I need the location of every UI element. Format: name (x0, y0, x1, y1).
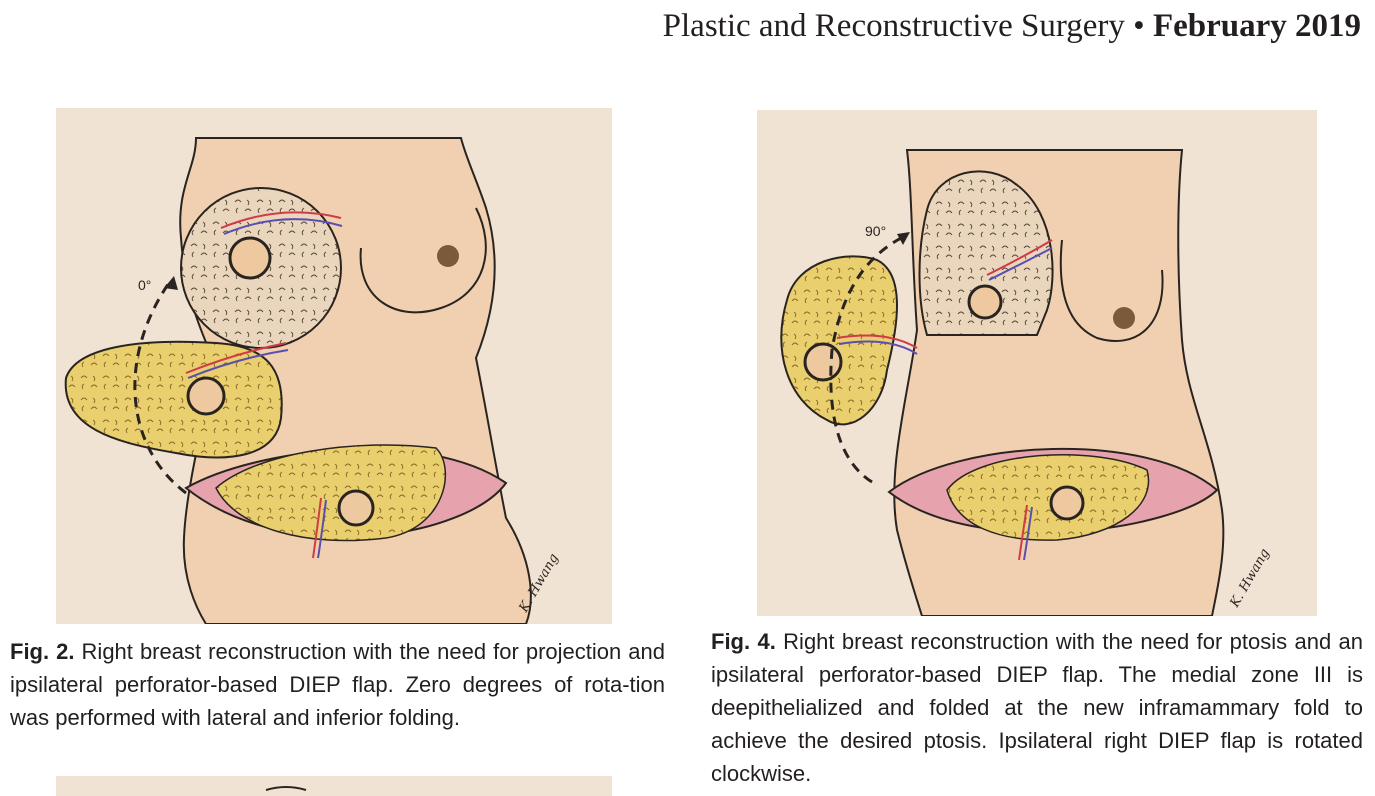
rotation-arrow (133, 279, 187, 495)
figure-2-caption: Fig. 2. Right breast reconstruction with… (10, 635, 665, 734)
native-breast (1059, 239, 1164, 342)
rotation-angle-label: 90° (865, 223, 886, 239)
rotation-arrow (829, 234, 906, 484)
next-figure-partial (56, 776, 612, 796)
new-nipple (967, 284, 1003, 320)
figure-4-label: Fig. 4. (711, 629, 776, 654)
native-nipple (1113, 307, 1135, 329)
rotation-angle-label: 0° (138, 277, 151, 293)
figure-4-caption-text: Right breast reconstruction with the nee… (711, 629, 1363, 786)
figure-4-caption: Fig. 4. Right breast reconstruction with… (711, 625, 1363, 790)
header-separator: • (1133, 8, 1145, 44)
figure-2-illustration: 0° K. Hwang (56, 108, 612, 624)
running-head: Plastic and Reconstructive Surgery • Feb… (663, 8, 1361, 45)
figure-2-caption-text: Right breast reconstruction with the nee… (10, 639, 666, 730)
figure-4-illustration: 90° K. Hwang (757, 110, 1317, 616)
native-breast (359, 207, 487, 314)
diep-flap (64, 340, 283, 459)
journal-title: Plastic and Reconstructive Surgery (662, 8, 1125, 44)
new-nipple (228, 236, 272, 280)
native-nipple (437, 245, 459, 267)
reconstructed-breast (918, 170, 1054, 336)
issue-date: February 2019 (1152, 8, 1361, 44)
diep-flap (780, 255, 898, 426)
figure-2-label: Fig. 2. (10, 639, 75, 664)
